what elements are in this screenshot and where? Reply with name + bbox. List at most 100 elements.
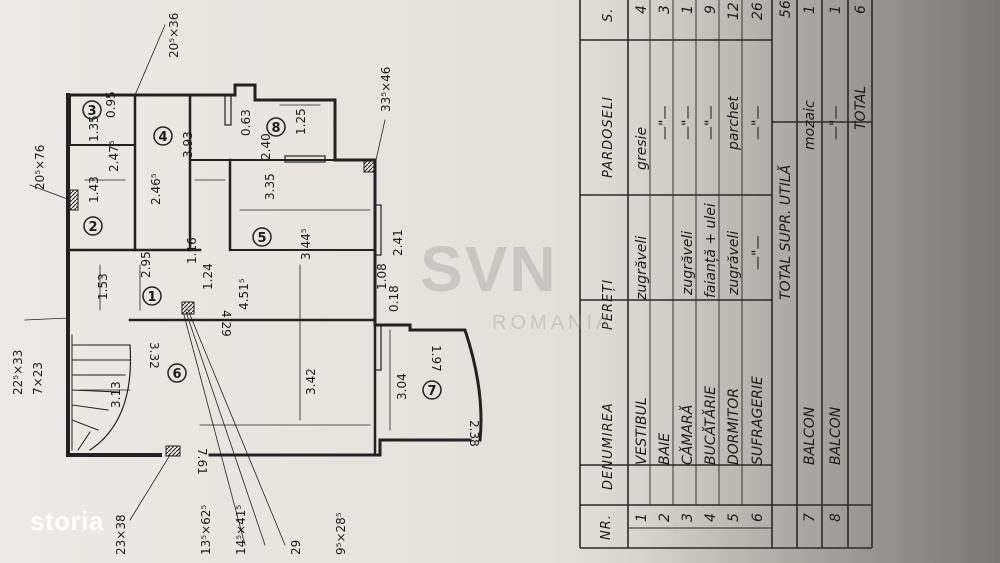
row-nr: 3 <box>680 513 696 522</box>
dimension-label: 2.40 <box>259 133 273 160</box>
dimension-label: 0.95 <box>104 91 118 118</box>
staircase <box>71 334 131 451</box>
staircase-curve <box>89 344 132 451</box>
watermark-logo: SVN <box>420 233 558 305</box>
dimension-label: 2.41 <box>391 229 405 256</box>
room-labels: 1 2 3 4 5 6 7 8 <box>87 104 436 399</box>
annotation: 20⁵×36 <box>167 13 181 58</box>
table-grid-vertical <box>580 39 872 549</box>
row-walls: faianță + ulei <box>703 203 719 298</box>
annotation: 33⁵×46 <box>379 67 393 112</box>
header-nr: NR. <box>599 514 614 540</box>
row-nr: 1 <box>634 513 650 522</box>
room-number: 3 <box>87 104 96 119</box>
room-circle-2 <box>83 216 103 236</box>
wall-outer-top <box>66 83 377 327</box>
row-walls: zugrăveli <box>726 231 742 296</box>
row-floor: —"— <box>828 106 844 140</box>
dimension-label: 2.95 <box>139 251 153 278</box>
window-1 <box>374 204 382 256</box>
dimension-label: 1.16 <box>185 237 199 264</box>
row-floor: parchet <box>726 96 742 151</box>
annotation: 23×38 <box>114 514 128 555</box>
dimension-label: 3.93 <box>181 131 195 158</box>
room-circle-1 <box>142 286 162 306</box>
row-area: 12 <box>726 2 742 20</box>
row-name: SUFRAGERIE <box>750 376 766 465</box>
table-rows: 1 VESTIBUL zugrăveli gresie 4 2 BAIE —"—… <box>634 0 869 522</box>
room-circle-6 <box>167 363 187 383</box>
wall-outer <box>66 93 162 457</box>
dimension-label: 1.53 <box>96 273 110 300</box>
dimension-label: 3.32 <box>147 342 161 369</box>
room-number: 7 <box>427 384 436 399</box>
annotation: 7×23 <box>31 362 45 395</box>
dimension-label: 1.97 <box>429 345 443 372</box>
row-nr: 5 <box>726 513 742 522</box>
room-number: 5 <box>257 231 266 246</box>
window-2 <box>374 324 382 371</box>
dimension-label: 4.51⁵ <box>237 278 251 310</box>
room-number: 4 <box>158 130 167 145</box>
dimension-label: 3.44⁵ <box>299 228 313 260</box>
room-circle-5 <box>252 227 272 247</box>
dimension-label: 2.46⁵ <box>149 173 163 205</box>
table-headers: NR. DENUMIREA PEREȚI PARDOSELI S. <box>599 8 616 540</box>
table-grid-horizontal <box>579 0 873 548</box>
room-number: 2 <box>88 220 97 235</box>
header-name: DENUMIREA <box>601 402 616 490</box>
dimension-label: 0.18 <box>387 285 401 312</box>
dimension-label: 2.47⁵ <box>107 140 121 172</box>
total-label: TOTAL <box>853 86 869 130</box>
wall-balcony-7 <box>373 323 483 442</box>
duct-4 <box>165 445 181 457</box>
row-floor: —"— <box>703 106 719 140</box>
dimension-lines <box>79 104 391 431</box>
row-name: BALCON <box>802 406 818 465</box>
room-circle-3 <box>82 100 102 120</box>
row-floor: mozaic <box>802 100 818 150</box>
total-useful-value: 56 <box>778 0 794 18</box>
dimension-label: 3.13 <box>109 381 123 408</box>
row-nr: 4 <box>703 513 719 522</box>
annotation: 22⁵×33 <box>11 350 25 395</box>
row-name: VESTIBUL <box>634 397 650 465</box>
dimension-label: 7.61 <box>195 448 209 475</box>
room-number: 8 <box>271 121 280 136</box>
table-row-lines <box>628 0 772 529</box>
duct-3 <box>69 189 79 211</box>
annotation: 14⁵×41⁵ <box>234 505 248 555</box>
dimension-labels: 2.95 1.53 2.46⁵ 1.43 2.47⁵ 1.35 3.93 0.9… <box>87 91 481 474</box>
header-floor: PARDOSELI <box>601 96 616 178</box>
row-nr: 2 <box>657 513 673 522</box>
window-4 <box>224 94 232 126</box>
row-name: CĂMARĂ <box>679 405 696 465</box>
room-circle-8 <box>266 117 286 137</box>
row-name: BUCĂTĂRIE <box>702 386 719 465</box>
dimension-label: 3.35 <box>263 173 277 200</box>
row-area: 4 <box>634 5 650 14</box>
total-useful-label: TOTAL SUPR. UTILĂ <box>777 165 794 300</box>
dimension-label: 1.08 <box>375 263 389 290</box>
room-number: 6 <box>172 367 181 382</box>
storia-logo: storia <box>30 506 104 536</box>
room-circle-4 <box>153 126 173 146</box>
dimension-label: 3.04 <box>395 373 409 400</box>
room-circle-7 <box>422 380 442 400</box>
dimension-label: 2.38 <box>467 420 481 447</box>
annotation: 13⁵×62⁵ <box>199 505 213 555</box>
row-nr: 6 <box>750 513 766 522</box>
row-name: BAIE <box>657 433 673 465</box>
row-name: DORMITOR <box>726 388 742 465</box>
row-area: 9 <box>703 5 719 14</box>
annotation: 29 <box>289 540 303 555</box>
dimension-label: 1.35 <box>87 115 101 142</box>
row-area: 26 <box>750 2 766 20</box>
row-walls: zugrăveli <box>634 236 650 301</box>
shadow-overlay <box>640 0 1000 563</box>
row-floor: —"— <box>750 106 766 140</box>
row-floor: gresie <box>634 127 650 170</box>
row-floor: —"— <box>680 106 696 140</box>
annotations: 20⁵×76 20⁵×36 33⁵×46 22⁵×33 7×23 23×38 1… <box>11 13 393 555</box>
row-nr: 7 <box>802 513 818 522</box>
